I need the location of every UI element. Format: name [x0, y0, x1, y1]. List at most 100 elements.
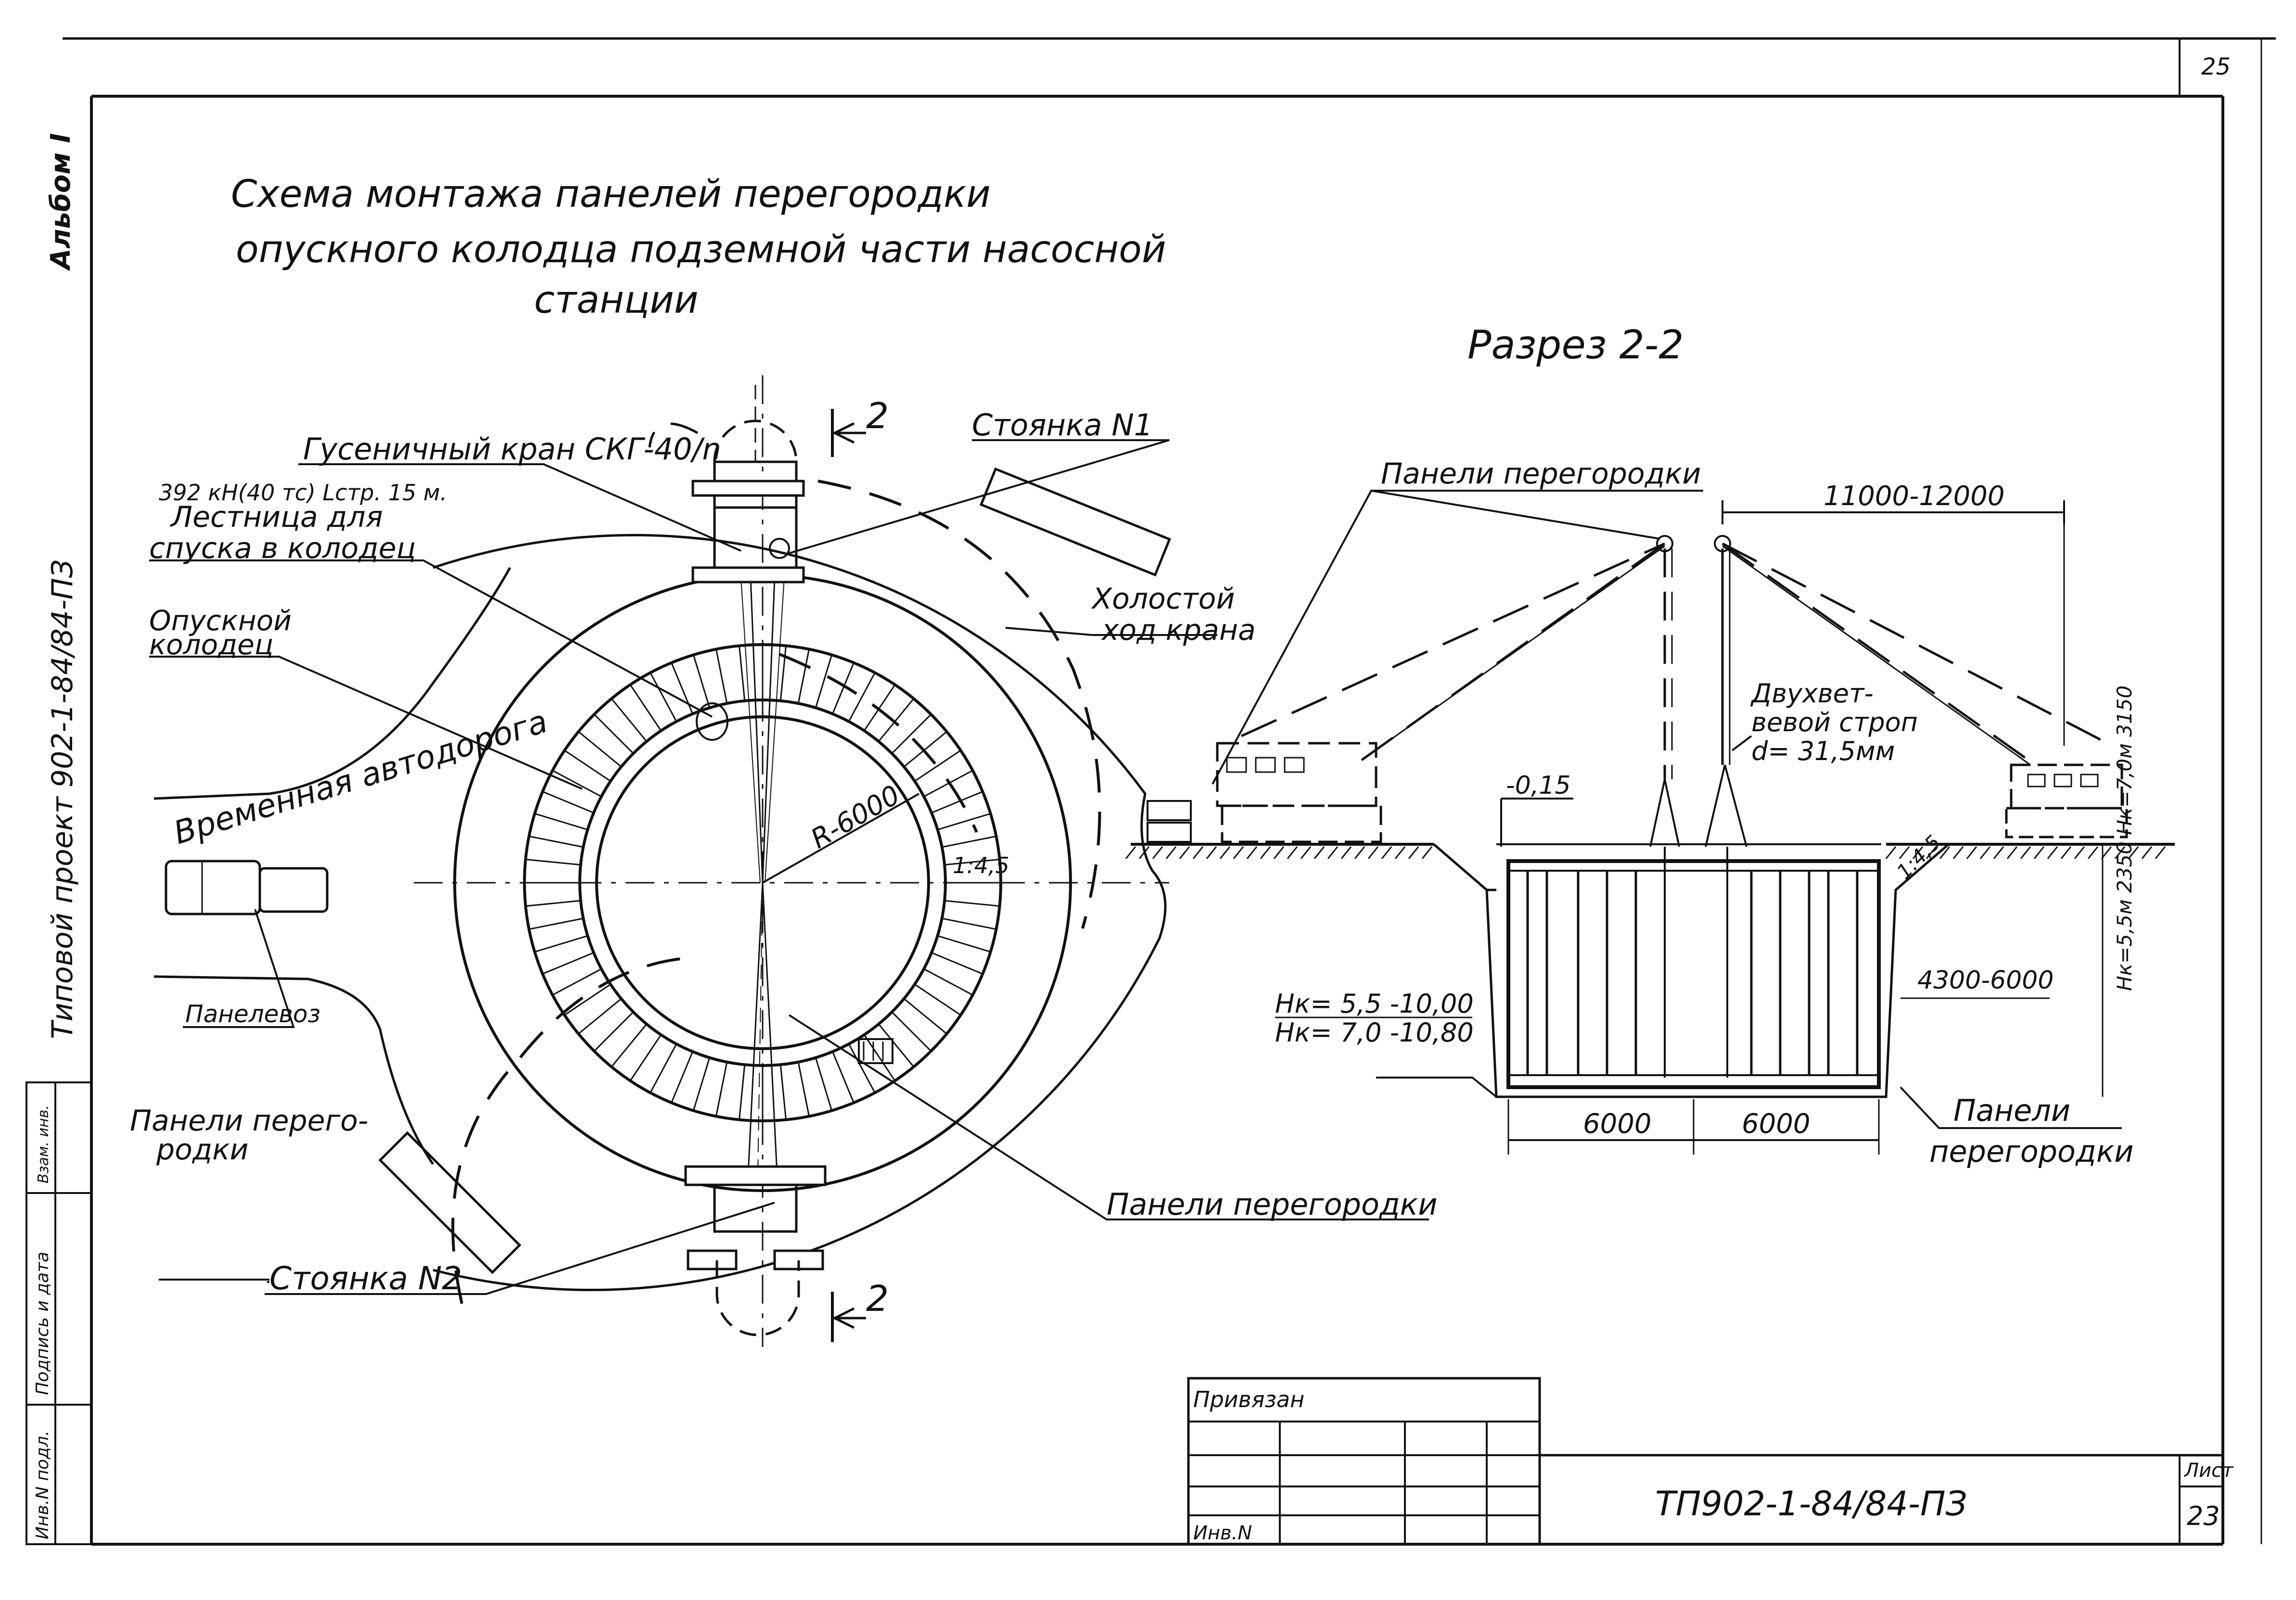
- wall-segment-tick: [942, 835, 996, 848]
- section-crane-left: [1147, 542, 1666, 843]
- wall-segment-tick: [848, 672, 876, 722]
- ground-hatch-line: [1300, 846, 1312, 859]
- wall-segment-tick: [931, 952, 983, 975]
- wall-segment-tick: [578, 731, 622, 768]
- ground-hatch-line: [1952, 846, 1964, 859]
- ground-hatch-line: [1246, 846, 1258, 859]
- label-depth-1: Нк= 5,5 -10,00: [1275, 989, 1474, 1019]
- label-panel-truck: Панелевоз: [185, 1000, 320, 1028]
- panel-stack-left: [378, 1131, 522, 1274]
- ground-hatch-line: [1926, 846, 1937, 859]
- label-sling-3: d= 31,5мм: [1751, 736, 1895, 766]
- label-right-dims: Нк=5,5м 2350 Нк=7,0м 3150: [2113, 686, 2136, 991]
- slope-label-plan: 1:4,5: [953, 852, 1009, 878]
- wall-segment-tick: [529, 835, 584, 848]
- wall-segment-tick: [578, 998, 622, 1035]
- wall-segment-tick: [937, 935, 991, 953]
- wall-segment-tick: [832, 1051, 855, 1103]
- wall-segment-tick: [815, 1057, 833, 1111]
- section-marker-top-label: 2: [866, 395, 889, 437]
- wall-segment-tick: [593, 1011, 634, 1052]
- wall-segment-tick: [542, 791, 594, 813]
- ground-hatch-line: [1394, 846, 1406, 859]
- label-crane-params: 392 кН(40 тс) Lстр. 15 м.: [159, 480, 447, 506]
- label-panels-bottom: Панели перегородки: [1107, 1187, 1438, 1222]
- ground-hatch-line: [1314, 846, 1325, 859]
- radius-line: [762, 793, 919, 884]
- wall-segment-tick: [942, 917, 996, 930]
- label-crane: Гусеничный кран СКГ-40/n: [303, 432, 721, 467]
- wall-segment-tick: [923, 968, 973, 996]
- label-idle-2: ход крана: [1101, 613, 1256, 647]
- label-level: -0,15: [1506, 771, 1571, 800]
- label-road: Временная автодорога: [169, 703, 551, 852]
- wall-segment-ticks: [524, 645, 1001, 1121]
- road-edge-upper: [153, 567, 511, 800]
- label-ladder-1: Лестница для: [170, 500, 383, 534]
- plan-view: R-6000 1:4,5: [130, 375, 1438, 1347]
- ground-hatch-line: [2047, 846, 2058, 859]
- wall-segment-tick: [650, 1043, 677, 1093]
- ground-hatch-line: [1152, 846, 1163, 859]
- ground-hatch-line: [2006, 846, 2018, 859]
- section-panels: [1526, 871, 1859, 1075]
- section-crane-right: [1722, 542, 2128, 838]
- side-stamp-project: Типовой проект 902-1-84/84-ПЗ: [46, 559, 79, 1039]
- label-well-2: колодец: [149, 628, 273, 661]
- wall-segment-tick: [914, 749, 961, 782]
- side-stamp-album: Альбом I: [45, 133, 77, 271]
- ground-hatch-line: [1179, 846, 1190, 859]
- ground-hatch-line: [2141, 846, 2153, 859]
- well-section: [1506, 859, 1881, 1089]
- drawing-title-line-2: опускного колодца подземной части насосн…: [236, 228, 1166, 271]
- ground-hatch-line: [2128, 846, 2139, 859]
- wall-segment-tick: [564, 983, 611, 1016]
- title-block: Привязан Инв.N ТП902-1-84/84-ПЗ Лист 23: [1187, 1377, 2234, 1546]
- wall-segment-tick: [863, 1034, 896, 1081]
- wall-segment-tick: [529, 917, 584, 930]
- ground-hatch-line: [1340, 846, 1352, 859]
- ground-hatch-line: [1206, 846, 1217, 859]
- ground-hatch-line: [1421, 846, 1433, 859]
- label-idle-1: Холостой: [1091, 582, 1235, 616]
- ground-hatch-line: [1381, 846, 1392, 859]
- wall-segment-tick: [593, 713, 634, 754]
- stamp-inv: Инв.N: [1193, 1522, 1252, 1544]
- crane-rotation-arc-2: [778, 653, 978, 833]
- ground-hatch-line: [2114, 846, 2126, 859]
- wall-segment-tick: [692, 1057, 711, 1111]
- wall-segment-tick: [715, 649, 728, 704]
- wall-segment-tick: [923, 770, 973, 798]
- wall-segment-tick: [534, 813, 588, 831]
- wall-segment-tick: [914, 983, 961, 1016]
- wall-segment-tick: [931, 791, 983, 813]
- ground-hatch-line: [1219, 846, 1231, 859]
- ground-hatch-line: [1885, 846, 1897, 859]
- crane-1: [691, 385, 805, 584]
- wall-segment-tick: [692, 654, 711, 708]
- drawing-title-line-3: станции: [534, 279, 699, 322]
- wall-segment-tick: [671, 1051, 693, 1103]
- ground-hatch-line: [1354, 846, 1365, 859]
- ground-hatch-line: [2155, 846, 2166, 859]
- wall-segment-tick: [815, 654, 833, 708]
- ground-hatching: [1125, 846, 2166, 859]
- ground-hatch-line: [2020, 846, 2031, 859]
- ground-hatch-line: [1125, 846, 1136, 859]
- wall-segment-tick: [564, 749, 611, 782]
- ground-hatch-line: [1408, 846, 1419, 859]
- stamp-tied: Привязан: [1193, 1386, 1304, 1412]
- wall-segment-tick: [903, 998, 947, 1035]
- stamp-sheet-label: Лист: [2183, 1460, 2234, 1482]
- wall-segment-tick: [779, 1065, 787, 1120]
- site-outer-boundary: [433, 533, 1167, 1292]
- wall-segment-tick: [944, 900, 1000, 907]
- label-section-panels-top: Панели перегородки: [1381, 457, 1701, 491]
- ground-hatch-line: [1287, 846, 1298, 859]
- wall-segment-tick: [797, 1062, 810, 1117]
- dim-half-left: 6000: [1583, 1108, 1652, 1140]
- side-cell-repl: Взам. инв.: [35, 1105, 52, 1183]
- ground-hatch-line: [1966, 846, 1977, 859]
